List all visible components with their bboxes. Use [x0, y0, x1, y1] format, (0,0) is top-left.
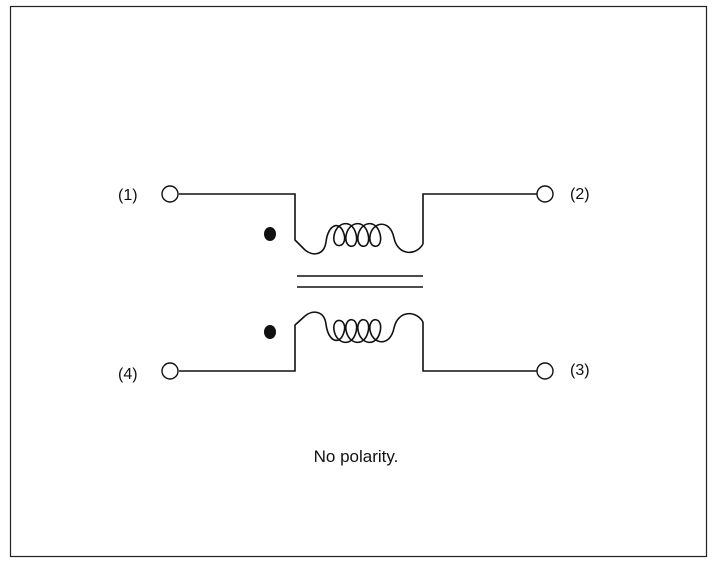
terminal-1-circle: [161, 185, 179, 203]
terminal-4-circle: [161, 362, 179, 380]
diagram-frame: [9, 5, 708, 558]
terminal-label-2: (2): [570, 186, 590, 203]
top-winding-coil: [304, 222, 424, 255]
terminal-3-circle: [536, 362, 554, 380]
diagram-caption: No polarity.: [314, 447, 399, 466]
terminal-label-4: (4): [118, 366, 138, 383]
bottom-winding-coil: [304, 311, 424, 344]
bottom-winding-left-lead: [179, 315, 306, 372]
terminal-label-3: (3): [570, 362, 590, 379]
terminal-2-circle: [536, 185, 554, 203]
top-winding-left-lead: [179, 193, 306, 251]
polarity-dot-top: [264, 227, 276, 241]
polarity-dot-bottom: [264, 325, 276, 339]
bottom-winding-right-lead: [422, 322, 537, 372]
terminal-label-1: (1): [118, 187, 138, 204]
top-winding-right-lead: [422, 193, 537, 244]
